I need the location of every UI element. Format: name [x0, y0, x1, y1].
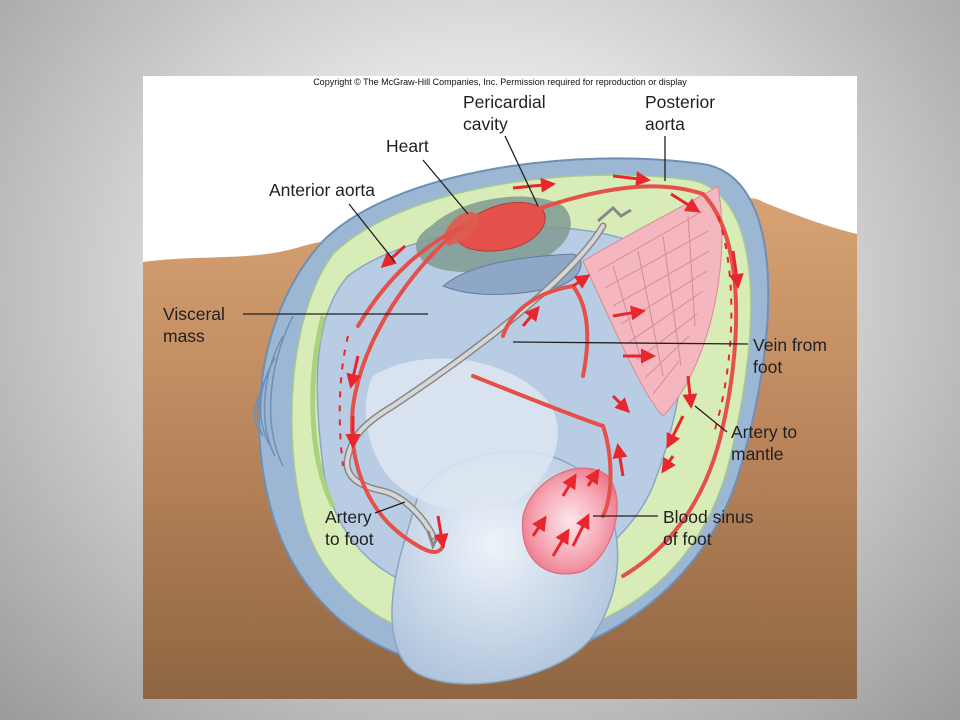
label-heart: Heart	[386, 136, 469, 215]
svg-text:mass: mass	[163, 326, 205, 346]
svg-text:foot: foot	[753, 357, 782, 377]
clam-circulatory-diagram: Pericardial cavity Posterior aorta Heart…	[143, 92, 857, 699]
gill	[582, 185, 723, 417]
label-blood-sinus-of-foot: Blood sinus of foot	[593, 507, 754, 549]
heart	[457, 201, 546, 252]
svg-text:Posterior: Posterior	[645, 92, 715, 112]
svg-text:Artery to: Artery to	[731, 422, 797, 442]
shell-ridges	[253, 315, 294, 467]
svg-text:to foot: to foot	[325, 529, 374, 549]
flow-arrows	[345, 171, 744, 557]
label-vein-from-foot: Vein from foot	[512, 335, 827, 377]
svg-text:cavity: cavity	[463, 114, 508, 134]
svg-text:Visceral: Visceral	[163, 304, 225, 324]
foot-inner	[365, 358, 558, 511]
svg-text:Blood sinus: Blood sinus	[663, 507, 754, 527]
svg-text:Artery: Artery	[325, 507, 372, 527]
label-anterior-aorta: Anterior aorta	[269, 180, 396, 263]
label-artery-to-mantle: Artery to mantle	[694, 405, 797, 464]
intestine	[442, 253, 582, 295]
copyright-notice: Copyright © The McGraw-Hill Companies, I…	[313, 77, 687, 87]
vessels	[350, 184, 739, 578]
svg-text:Vein from: Vein from	[753, 335, 827, 355]
slide-panel: Copyright © The McGraw-Hill Companies, I…	[143, 76, 857, 699]
label-artery-to-foot: Artery to foot	[325, 501, 406, 549]
label-posterior-aorta: Posterior aorta	[645, 92, 715, 181]
svg-text:aorta: aorta	[645, 114, 685, 134]
svg-text:Pericardial: Pericardial	[463, 92, 546, 112]
svg-text:mantle: mantle	[731, 444, 784, 464]
svg-text:of foot: of foot	[663, 529, 712, 549]
label-visceral-mass: Visceral mass	[163, 304, 428, 346]
svg-text:Anterior aorta: Anterior aorta	[269, 180, 375, 200]
label-pericardial-cavity: Pericardial cavity	[463, 92, 546, 207]
svg-text:Heart: Heart	[386, 136, 429, 156]
blood-sinus-of-foot	[521, 467, 618, 575]
